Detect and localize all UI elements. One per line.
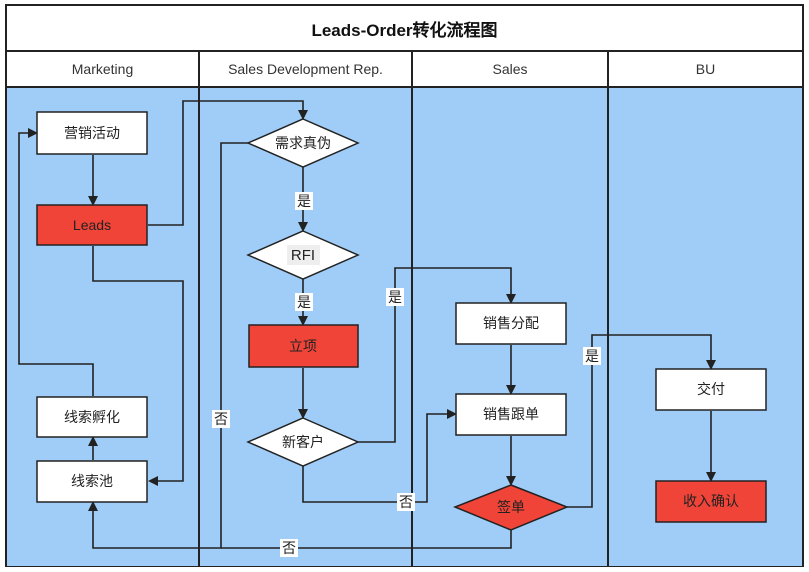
edge-qiandan-jiaofu [567,334,716,508]
edge-label-yes-rfi: 是 [297,193,311,209]
lane-divider [411,52,413,566]
lane-header-bu: BU [609,52,802,88]
edge-label-no-xinkehu: 否 [399,494,413,510]
node-qiandan-label: 签单 [497,499,525,515]
node-shouru-label: 收入确认 [683,493,739,509]
edge-label-no-xuqiu: 否 [214,411,228,427]
node-qiandan [452,484,570,531]
edge-label-bg [386,288,404,306]
node-fenpei [455,302,567,345]
edge-qiandan-xiansuochi [221,530,512,549]
node-xinkehu-label: 新客户 [282,434,324,450]
edge-label-yes-lixiang: 是 [297,294,311,310]
edge-label-no-qiandan: 否 [282,540,296,556]
edge-label-bg [583,347,601,365]
node-xinkehu [246,417,360,467]
edge-leads-xiansuochi [92,246,184,486]
node-yingxiao [36,111,148,155]
node-yingxiao-label: 营销活动 [64,125,120,141]
edge-fuhua-yingxiao [18,128,94,396]
lane-divider [198,52,200,566]
node-jiaofu [655,368,767,411]
edge-xinkehu-fenpei [358,267,516,443]
edge-label-bg [295,293,313,311]
node-xuqiu-label: 需求真伪 [275,135,331,151]
node-rfi-label: RFI [291,247,315,264]
node-rfi-label-bg [287,245,320,265]
node-xuqiu [246,118,360,168]
node-lixiang [248,324,359,368]
node-fenpei-label: 销售分配 [483,315,539,331]
node-leads [36,204,148,246]
lane-header-marketing: Marketing [7,52,198,88]
edge-label-yes-jiaofu: 是 [585,348,599,364]
diagram-title: Leads-Order转化流程图 [6,6,803,52]
node-fuhua [36,396,148,438]
node-gendan [455,393,567,436]
node-gendan-label: 销售跟单 [483,406,539,422]
edge-label-bg [295,192,313,210]
node-xiansuochi [36,460,148,503]
edge-xinkehu-gendan [302,409,457,503]
node-lixiang-label: 立项 [289,338,317,354]
edge-leads-xuqiu [148,100,308,226]
lane-header-sdr: Sales Development Rep. [200,52,411,88]
node-leads-label: Leads [73,217,111,233]
lane-divider [607,52,609,566]
node-fuhua-label: 线索孵化 [64,409,120,425]
node-shouru [655,480,767,523]
node-jiaofu-label: 交付 [697,381,725,397]
lane-header-sales: Sales [413,52,607,88]
edge-label-bg [212,410,230,428]
edge-label-bg [397,493,415,511]
node-xiansuochi-label: 线索池 [71,473,113,489]
edge-label-yes-fenpei: 是 [388,289,402,305]
edge-label-bg [280,539,298,557]
